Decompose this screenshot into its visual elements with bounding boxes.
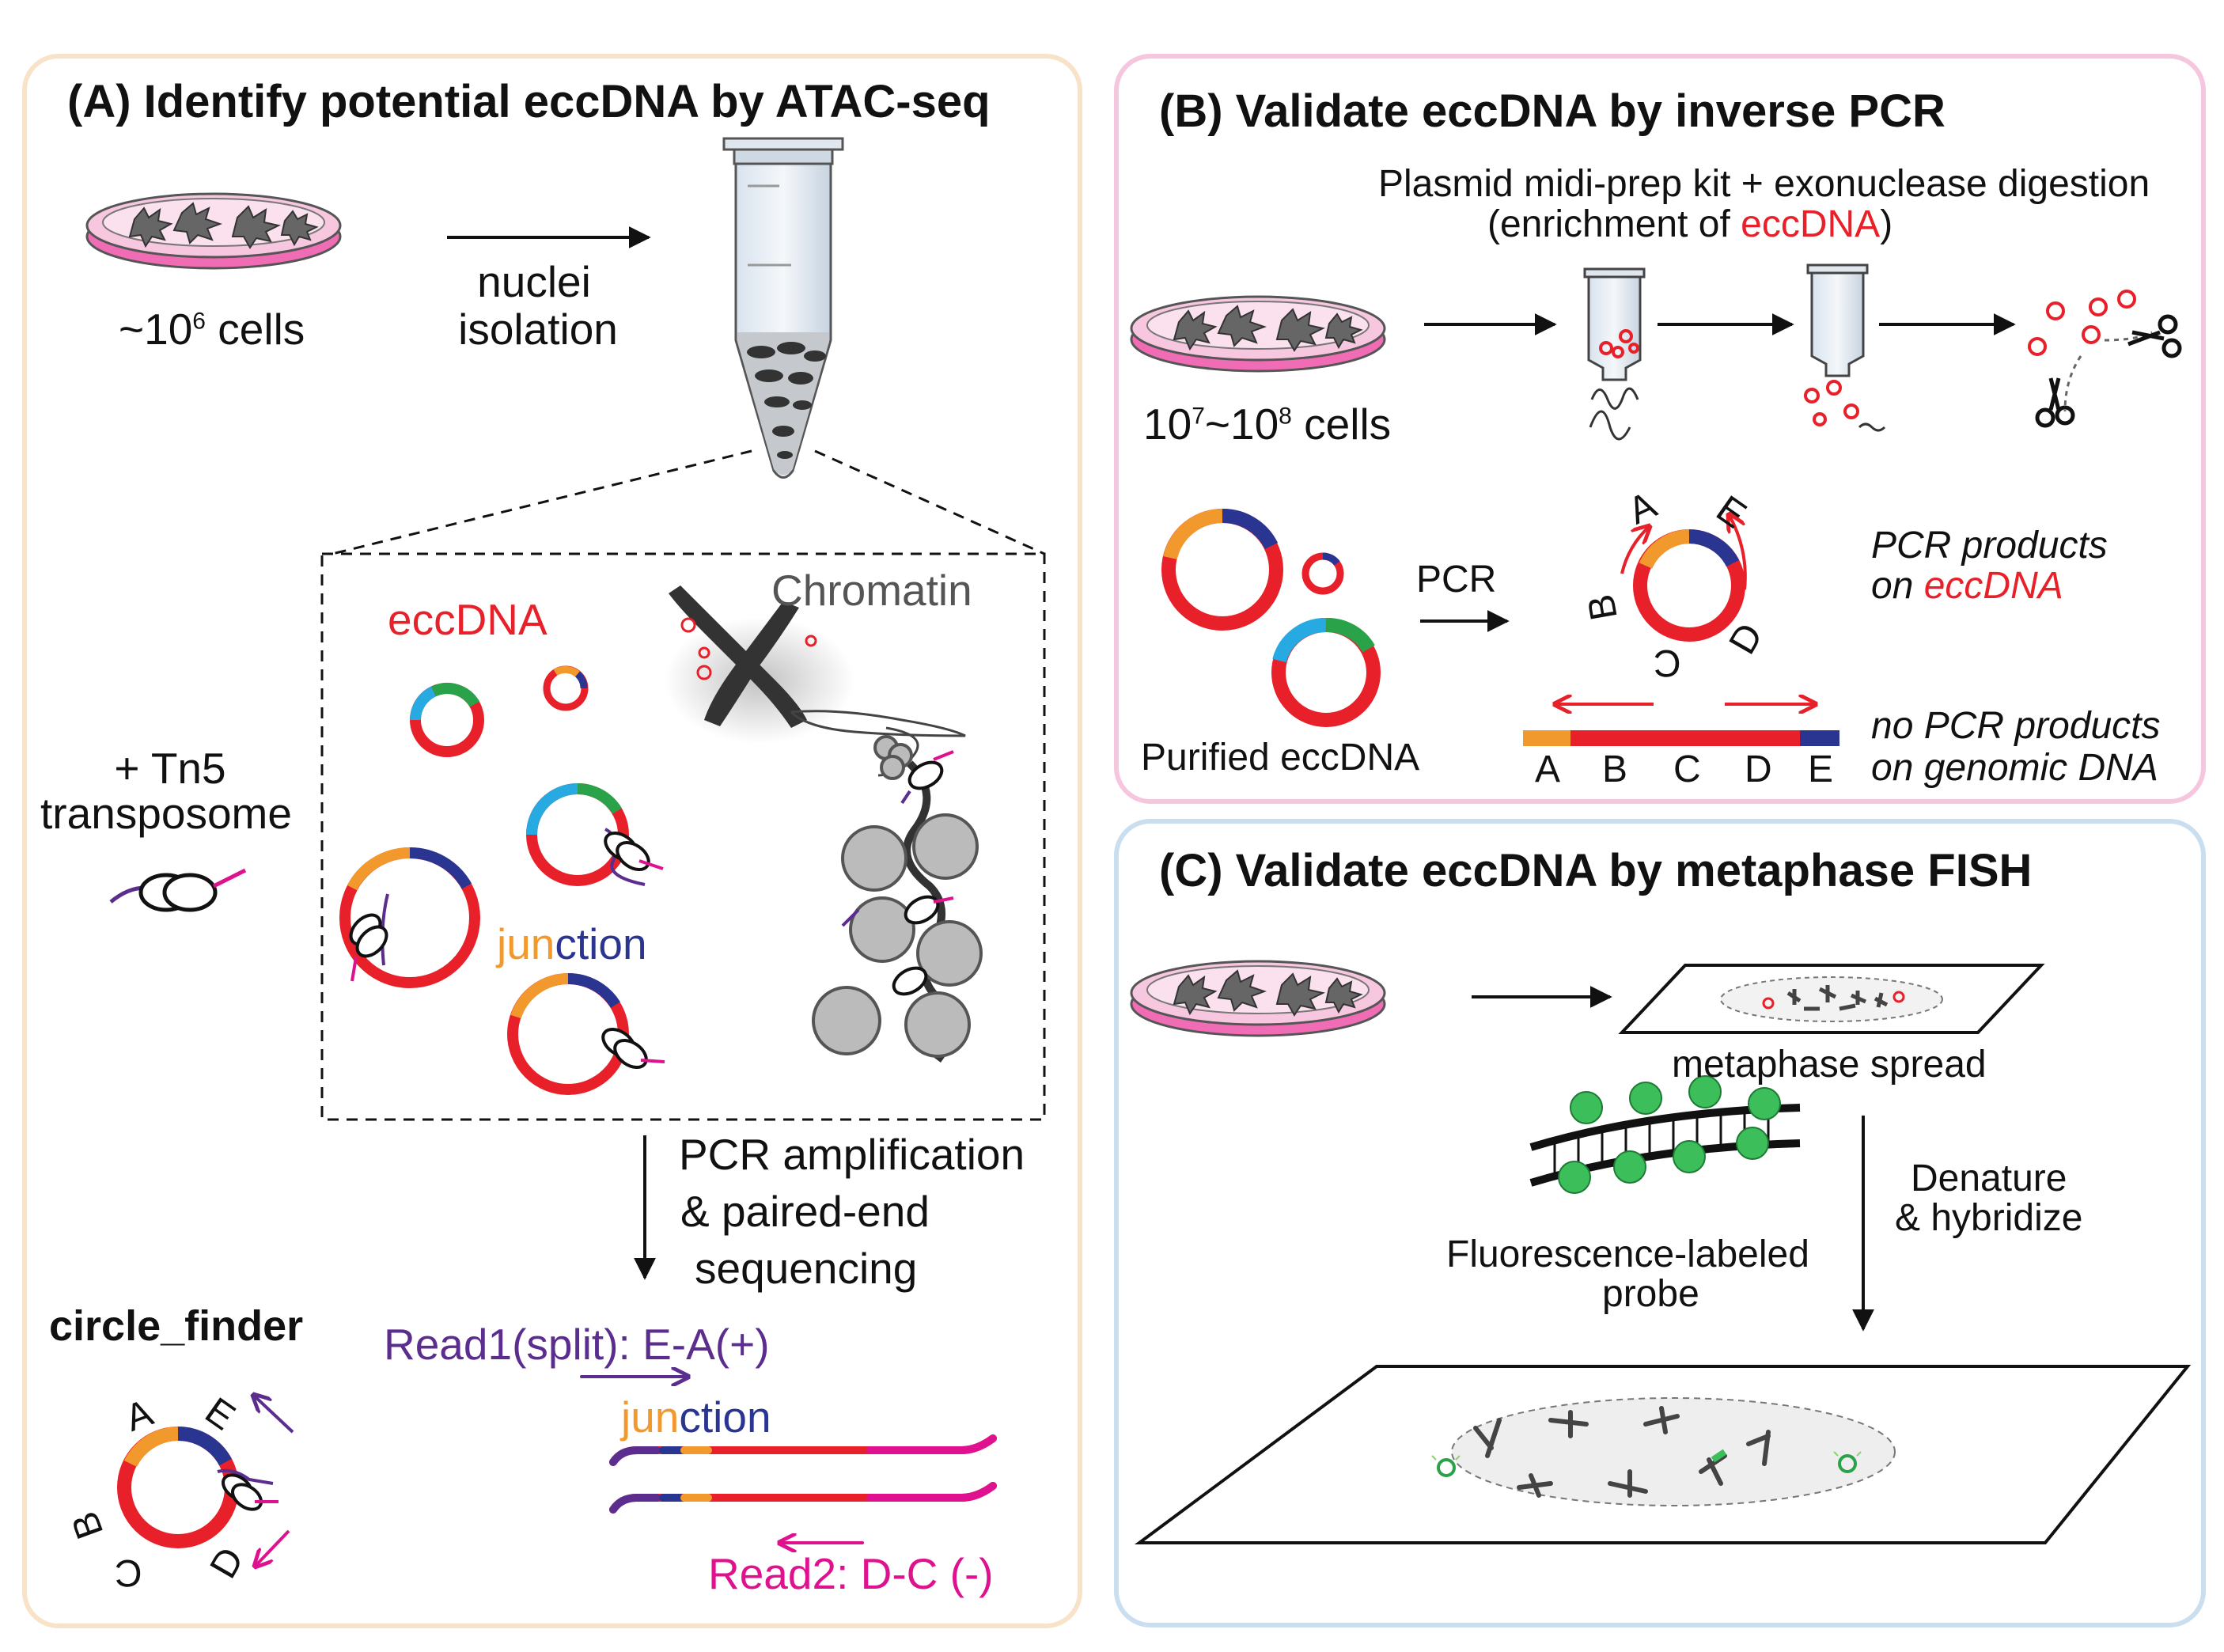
eccdna-label: eccDNA (388, 595, 547, 644)
panel-b (1114, 54, 2206, 804)
pcr-line3: sequencing (695, 1244, 918, 1293)
purified-eccdna-circles (1161, 508, 1381, 727)
segment-b: B (1602, 748, 1628, 790)
segment-d: D (1745, 748, 1772, 790)
probe-label-line1: Fluorescence-labeled (1446, 1233, 1809, 1275)
tn5-label-line1: + Tn5 (114, 744, 226, 793)
chromatin-illustration (665, 585, 983, 1063)
enrichment-line: (enrichment of eccDNA) (1487, 203, 1893, 245)
cell-dish-b (1130, 295, 1386, 373)
centrifuge-tube (722, 137, 844, 479)
tn5-bound-eccdna (349, 828, 665, 1070)
genomic-dna-bar (1523, 704, 1839, 746)
segment-c: C (1673, 748, 1701, 790)
segment-e: E (1808, 748, 1834, 790)
chromatin-label: Chromatin (771, 566, 972, 615)
metaphase-slide-large (1134, 1365, 2192, 1544)
circle-finder-label: circle_finder (49, 1302, 304, 1350)
segment-a: A (1535, 748, 1561, 790)
read2-label: Read2: D-C (-) (708, 1549, 994, 1598)
panel-b-title: (B) Validate eccDNA by inverse PCR (1159, 85, 1946, 137)
nuclei-isolation-line1: nuclei (477, 257, 591, 306)
spin-column-1 (1583, 267, 1646, 441)
cell-count-b: 107~108 cells (1143, 400, 1392, 449)
tn5-label-line2: transposome (40, 789, 292, 838)
pcr-line1: PCR amplification (679, 1130, 1025, 1179)
fish-probe-icon (1529, 1075, 1801, 1194)
eccdna-circles-a (339, 665, 629, 1095)
metaphase-slide-small (1618, 964, 2045, 1034)
denature-line1: Denature (1911, 1158, 2067, 1199)
pcr-products-line2: on eccDNA (1871, 565, 2063, 607)
letter-c-ipcr: C (1654, 642, 1681, 684)
zoom-lines (320, 449, 1046, 1121)
denature-line2: & hybridize (1895, 1197, 2083, 1239)
junction-label-2: junction (621, 1392, 771, 1442)
kit-line: Plasmid midi-prep kit + exonuclease dige… (1378, 163, 2150, 205)
cell-count-a: ~106 cells (119, 305, 305, 354)
cell-dish-a (85, 192, 342, 270)
cell-dish-c (1130, 960, 1386, 1037)
spin-column-2 (1804, 263, 1886, 432)
inverse-pcr-circle (1620, 514, 1747, 642)
circle-finder-diagram (117, 1395, 294, 1567)
metaphase-spread-label: metaphase spread (1672, 1044, 1987, 1086)
pcr-label-b: PCR (1416, 559, 1497, 601)
pcr-products-line1: PCR products (1871, 525, 2108, 566)
panel-c-title: (C) Validate eccDNA by metaphase FISH (1159, 845, 2033, 896)
probe-label-line2: probe (1602, 1273, 1699, 1315)
nuclei-isolation-line2: isolation (458, 305, 618, 354)
pcr-line2: & paired-end (680, 1187, 930, 1236)
junction-label: junction (497, 919, 647, 968)
tn5-transposome-icon (109, 868, 247, 912)
read1-label: Read1(split): E-A(+) (384, 1320, 770, 1369)
panel-a-title: (A) Identify potential eccDNA by ATAC-se… (67, 76, 991, 127)
letter-c-cf: C (115, 1552, 142, 1594)
paired-reads (580, 1377, 997, 1543)
exonuclease-scissors (2028, 290, 2182, 428)
purified-eccdna-label: Purified eccDNA (1141, 737, 1420, 779)
no-pcr-products-line2: on genomic DNA (1871, 747, 2158, 789)
no-pcr-products-line1: no PCR products (1871, 705, 2161, 747)
